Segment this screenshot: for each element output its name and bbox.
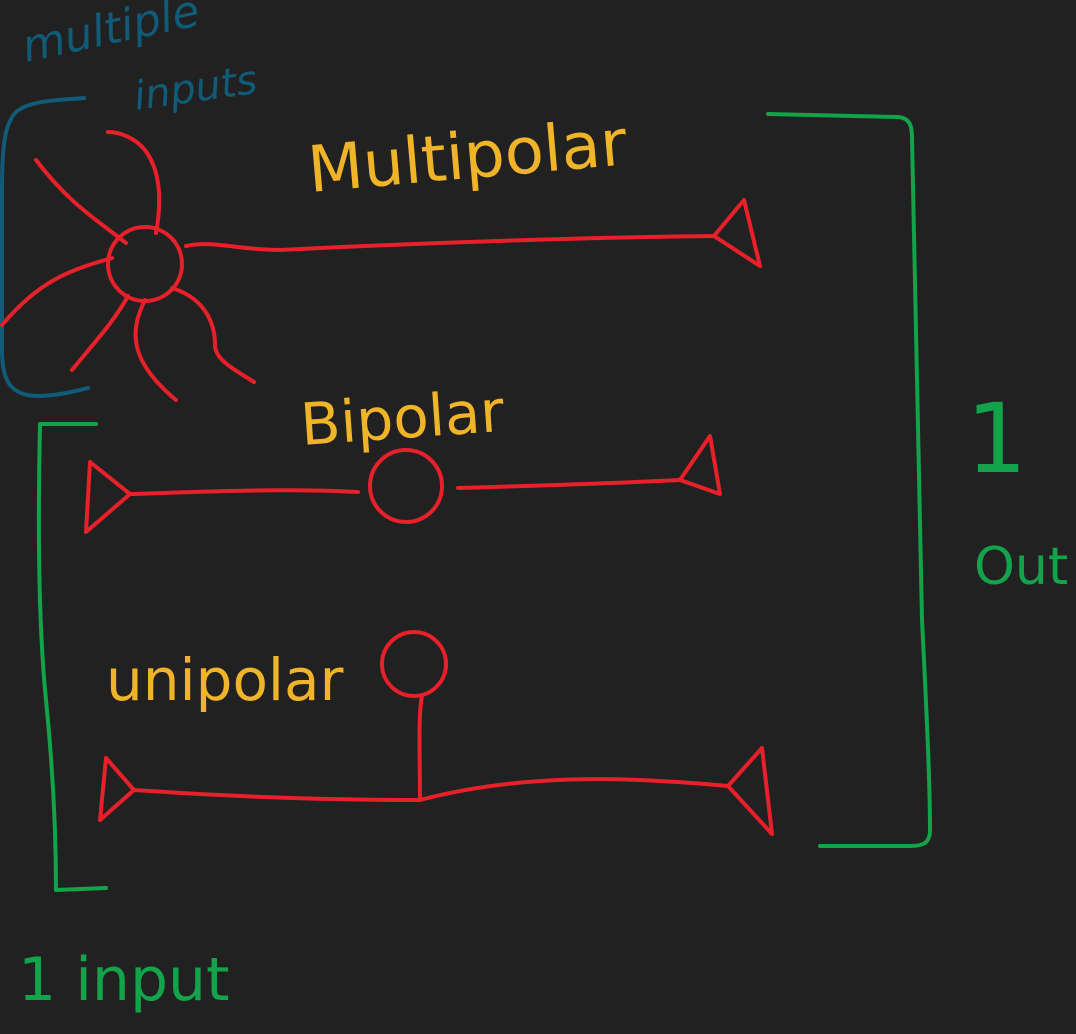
bipolar-label: Bipolar	[298, 377, 506, 459]
unipolar-label: unipolar	[106, 646, 344, 714]
one-input-label: 1 input	[18, 945, 230, 1015]
one-out-word: Out	[974, 537, 1068, 597]
one-out-number: 1	[966, 383, 1027, 495]
